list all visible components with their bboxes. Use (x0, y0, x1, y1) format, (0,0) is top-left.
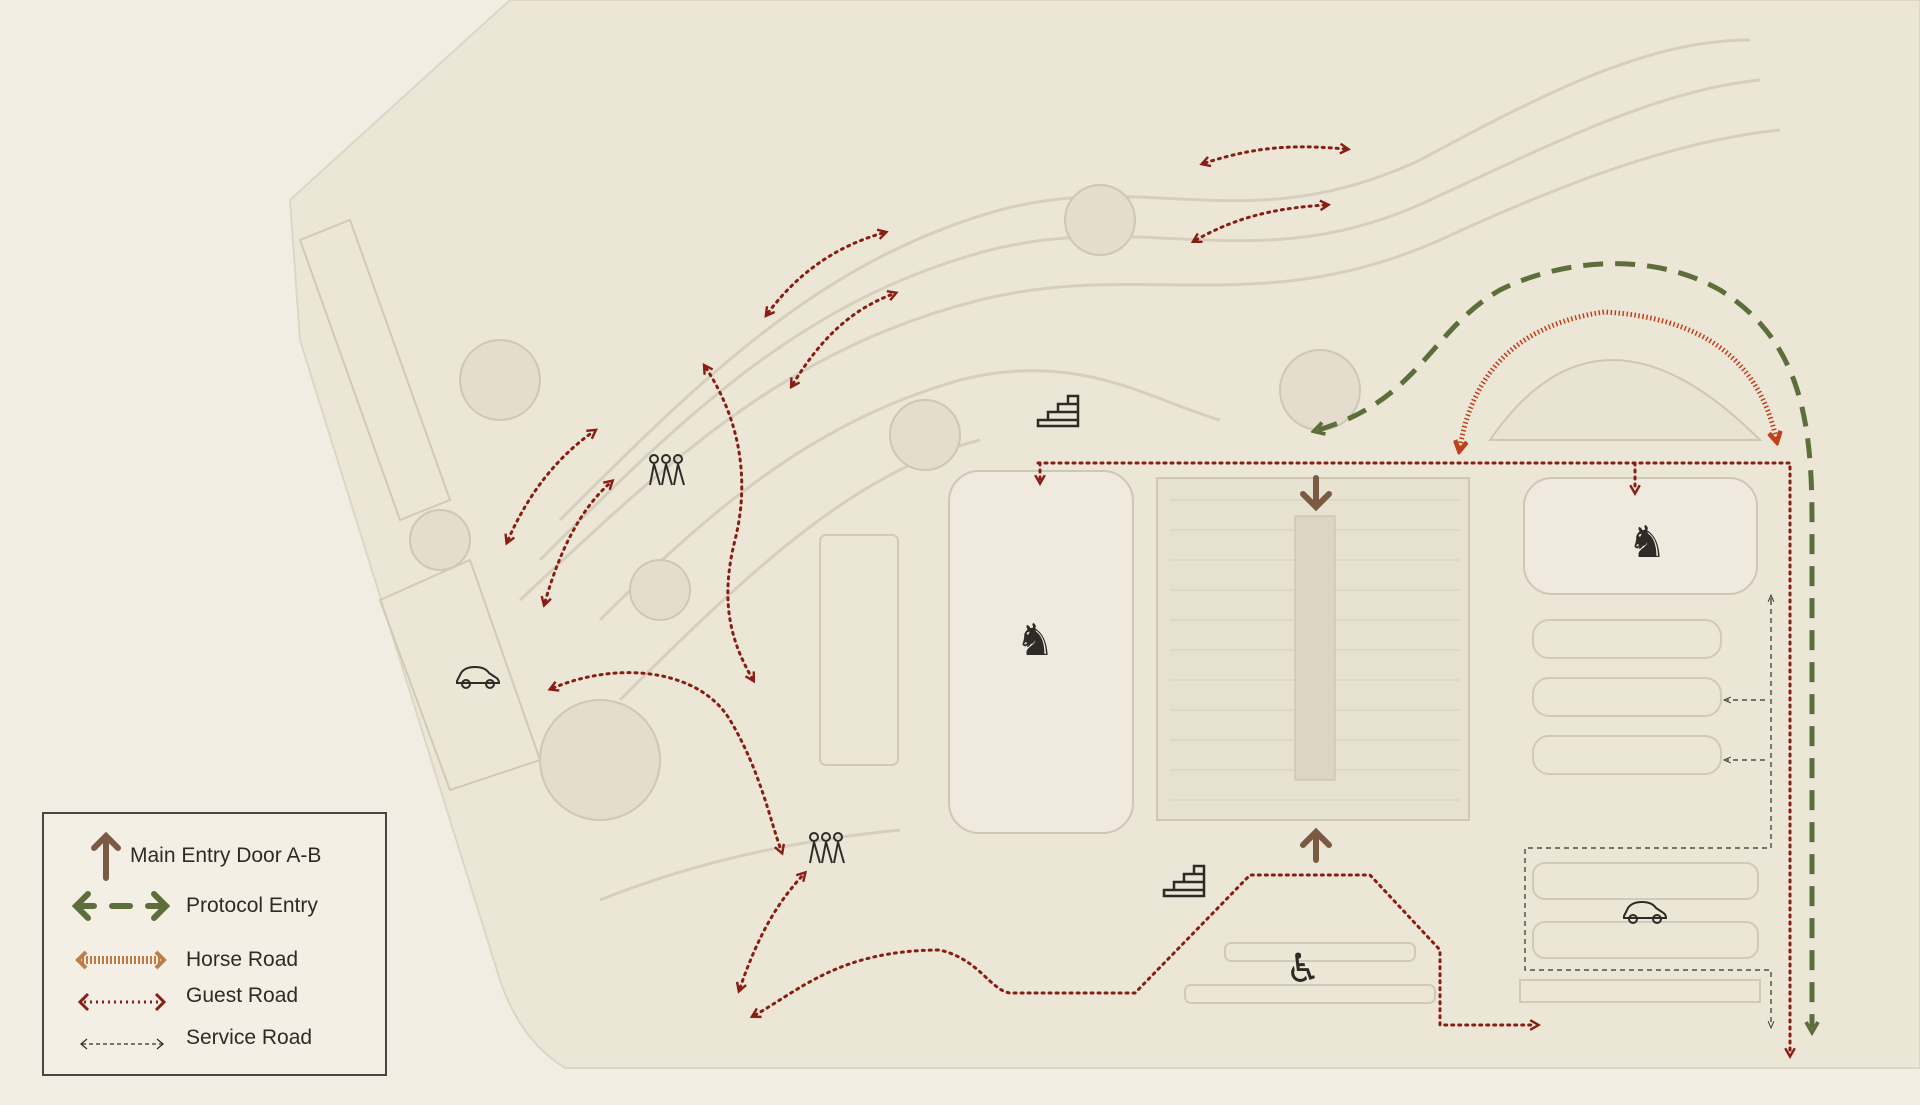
dotted-double-arrow-icon (77, 992, 167, 1012)
svg-text:♞: ♞ (1627, 517, 1666, 568)
horse-stand (1488, 359, 1763, 441)
parking-left (298, 218, 542, 792)
dashed-double-arrow-icon (71, 891, 171, 921)
horse-icon: ♞ (1627, 517, 1666, 568)
legend-label: Main Entry Door A-B (130, 844, 322, 867)
arrow-up-icon (91, 831, 121, 881)
legend: Main Entry Door A-B Protocol Entry Horse… (42, 812, 387, 1076)
pedestrians-icon (809, 832, 845, 864)
wheelchair-icon: ♿ (1285, 946, 1321, 992)
small-ring (819, 534, 899, 766)
legend-label: Guest Road (186, 984, 299, 1007)
legend-label: Service Road (186, 1026, 313, 1049)
stadium-building (1156, 477, 1470, 821)
car-icon (456, 665, 1668, 924)
pedestrians-icon (649, 454, 685, 486)
stairs-icon (1036, 394, 1206, 898)
main-entry-b-arrow (1300, 827, 1332, 863)
thin-dashed-double-arrow-icon (79, 1038, 165, 1050)
main-entry-arrows (1300, 475, 1332, 863)
horse-road-path (1460, 309, 1776, 447)
legend-item-guest-road: Guest Road (44, 980, 385, 1020)
legend-label: Protocol Entry (186, 894, 318, 917)
main-entry-a-arrow (1300, 475, 1332, 512)
hatched-double-arrow-icon (75, 950, 167, 970)
svg-text:♿: ♿ (1285, 946, 1321, 992)
legend-item-service-road: Service Road (44, 1022, 385, 1062)
legend-item-main-entry: Main Entry Door A-B (44, 830, 385, 882)
horse-icon: ♞ (1015, 615, 1054, 666)
svg-text:♞: ♞ (1015, 615, 1054, 666)
legend-label: Horse Road (186, 948, 299, 971)
legend-item-horse-road: Horse Road (44, 940, 385, 980)
legend-item-protocol-entry: Protocol Entry (44, 886, 385, 926)
service-road-paths (1524, 593, 1775, 1030)
